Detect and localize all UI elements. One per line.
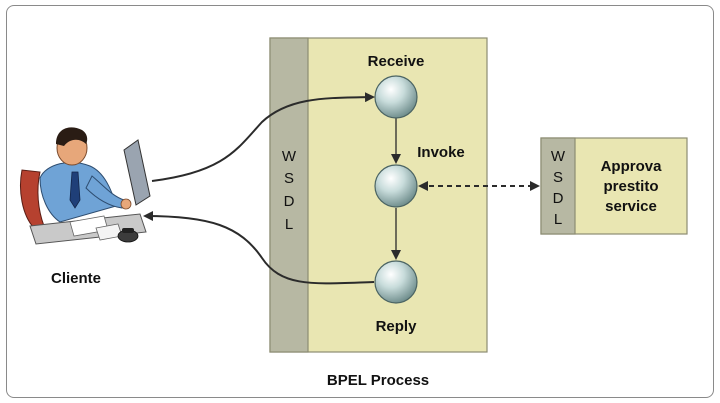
svg-text:S: S [553,169,563,186]
svg-text:L: L [554,211,562,228]
client-label: Cliente [51,270,101,287]
svg-text:S: S [284,170,294,187]
wsdl-label: W S D L [282,148,297,233]
svg-text:service: service [605,198,657,215]
svg-text:D: D [553,190,564,207]
invoke-label: Invoke [417,144,465,161]
reply-to-client-arrow [143,211,375,285]
service-name: Approva prestito service [601,158,663,215]
receive-node [374,75,418,119]
process-caption: BPEL Process [327,372,429,389]
client-to-receive-arrow [151,92,375,182]
reply-node [374,260,418,304]
client-illustration [20,127,151,245]
reply-label: Reply [376,318,418,335]
wsdl-bar [269,37,309,353]
invoke-node [374,164,418,208]
svg-text:D: D [284,193,295,210]
svg-text:Approva: Approva [601,158,663,175]
svg-text:prestito: prestito [603,178,658,195]
svg-text:W: W [551,148,566,165]
svg-text:W: W [282,148,297,165]
receive-label: Receive [368,53,425,70]
service-wsdl-label: W S D L [551,148,566,228]
svg-text:L: L [285,216,293,233]
service-wsdl-bar [540,137,576,235]
